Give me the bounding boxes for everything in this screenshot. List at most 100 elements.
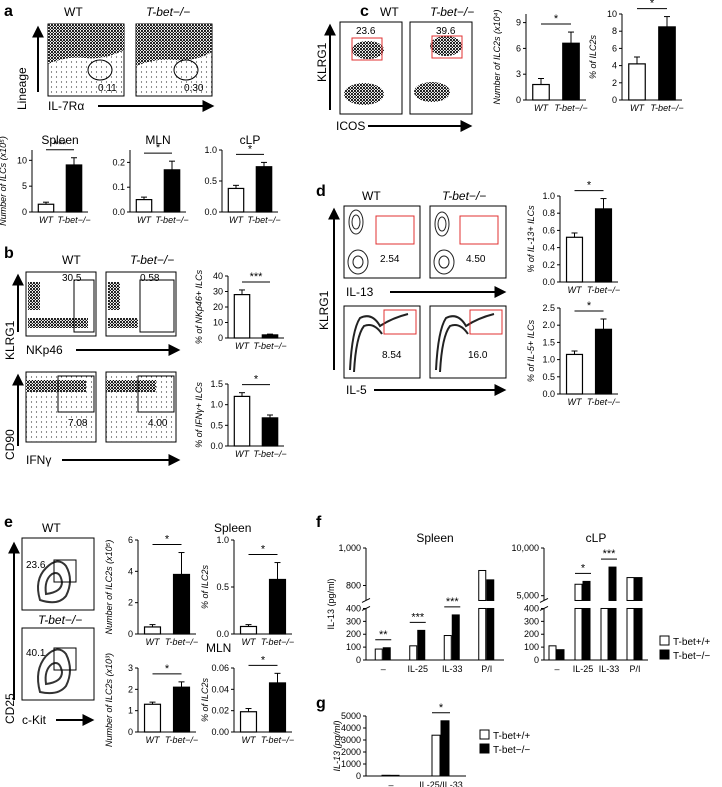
flow-d2-ko-plot [429, 305, 507, 379]
flow-d-wt-title: WT [362, 189, 381, 203]
y-tick-label: 0.5 [542, 372, 555, 382]
flow-b-ko-title: T-bet−/− [130, 253, 174, 267]
flow-c-x-label: ICOS [336, 119, 365, 133]
y-tick-label: 6 [516, 43, 521, 53]
y-tick-label: 1.0 [204, 145, 217, 155]
y-tick-label: 5 [22, 181, 27, 191]
y-tick-label: 0 [128, 727, 133, 737]
bar [382, 647, 391, 661]
flow-a-wt-title: WT [64, 5, 83, 19]
bar-ko [594, 328, 613, 395]
significance-label: *** [411, 611, 425, 623]
panel-b-flow: WT T-bet−/− 30.5 0.58 KLRG1 NKp46 7.08 4… [3, 253, 181, 467]
panel-a-flow: WT T-bet−/− 0.11 0.30 Lineage IL-7Rα [15, 5, 215, 113]
chart-title: Spleen [41, 133, 78, 147]
x-tick-label: T-bet−/− [57, 215, 90, 225]
y-tick-label: 0 [22, 207, 27, 217]
flow-b1-ko-pct: 0.58 [140, 273, 160, 284]
bar [582, 607, 591, 661]
legend-f-label-wt: T-bet+/+ [673, 637, 710, 648]
significance-label: *** [446, 596, 460, 608]
y-axis-title: % of ILC2s [200, 677, 210, 722]
flow-e-y-label: CD25 [3, 693, 17, 724]
y-axis-title: Number of ILC2s (x10⁴) [492, 10, 502, 105]
flow-c-y-label: KLRG1 [315, 42, 329, 82]
bar [443, 635, 452, 661]
flow-d1-wt-pct: 2.54 [380, 254, 400, 265]
bar-ko [163, 169, 181, 213]
bar [486, 607, 495, 661]
y-tick-label: 0.5 [210, 420, 223, 430]
flow-a-y-label: Lineage [15, 67, 29, 110]
y-axis-title: Number of ILCs (x10⁵) [0, 136, 8, 226]
bar-ko [261, 334, 279, 339]
y-tick-label: 4000 [341, 723, 361, 733]
flow-b1-ko-gate [139, 279, 175, 333]
axis-break-mark [539, 598, 549, 603]
bar [417, 629, 426, 661]
legend-g-label-ko: T-bet−/− [493, 745, 530, 756]
y-tick-label: 3000 [341, 735, 361, 745]
panel-d-flow: WT T-bet−/− 2.54 4.50 IL-13 8.54 16.0 KL… [317, 189, 507, 397]
panel-label-e: e [4, 514, 13, 531]
panel-c-flow: WT T-bet−/− 23.6 39.6 KLRG1 ICOS [315, 5, 474, 133]
bar-wt [143, 703, 162, 733]
bar-ko [562, 42, 580, 101]
y-tick-label: 300 [346, 616, 361, 626]
y-tick-label: 400 [346, 603, 361, 613]
bar [381, 774, 391, 777]
x-tick-label: WT [534, 103, 549, 113]
y-tick-label: 200 [346, 629, 361, 639]
x-tick-label: IL-25 [573, 664, 594, 674]
bar-ko [172, 573, 191, 635]
flow-d2-ko-pct: 16.0 [468, 350, 488, 361]
x-tick-label: T-bet−/− [587, 285, 620, 295]
x-tick-label: WT [568, 397, 583, 407]
panel-label-a: a [4, 3, 13, 20]
panel-e-flow: WT 23.6 T-bet−/− 40.1 CD25 c-Kit Spleen … [3, 521, 251, 727]
flow-d2-wt-pct: 8.54 [382, 350, 402, 361]
flow-a-wt-pct: 0.11 [98, 83, 117, 94]
y-tick-label: 2 [612, 78, 617, 88]
y-axis-title: % of ILC2s [200, 564, 210, 609]
significance-label: ** [379, 629, 388, 641]
y-tick-label: 0.04 [211, 684, 229, 694]
y-axis-title: Number of ILC2s (x10³) [104, 653, 114, 747]
y-tick-label: 0 [218, 333, 223, 343]
flow-e-wt-pct: 23.6 [26, 560, 46, 571]
significance-label: * [254, 374, 259, 386]
x-tick-label: T-bet−/− [253, 449, 286, 459]
e-mln-title: MLN [206, 641, 231, 655]
x-tick-label: T-bet−/− [155, 215, 188, 225]
flow-d1-ko-gate [459, 215, 499, 245]
bar-ko [268, 578, 287, 635]
bar [548, 645, 557, 661]
bar [608, 566, 617, 601]
y-tick-label: 1.5 [210, 379, 223, 389]
x-tick-label: WT [39, 215, 54, 225]
y-tick-label: 4 [612, 61, 617, 71]
significance-label: *** [54, 139, 68, 151]
flow-d-ko-title: T-bet−/− [442, 189, 486, 203]
flow-c-wt-pct: 23.6 [356, 26, 376, 37]
significance-label: * [165, 663, 170, 675]
flow-a-wt-gate [87, 59, 113, 81]
y-tick-label: 300 [524, 616, 539, 626]
flow-e-ko-gate [53, 647, 77, 671]
y-tick-label: 1,000 [338, 543, 361, 553]
bar [451, 614, 460, 661]
bar [634, 577, 643, 601]
flow-e-wt-title: WT [42, 521, 61, 535]
flow-c-ko-pct: 39.6 [436, 26, 456, 37]
y-tick-label: 100 [346, 642, 361, 652]
y-tick-label: 5000 [341, 711, 361, 721]
